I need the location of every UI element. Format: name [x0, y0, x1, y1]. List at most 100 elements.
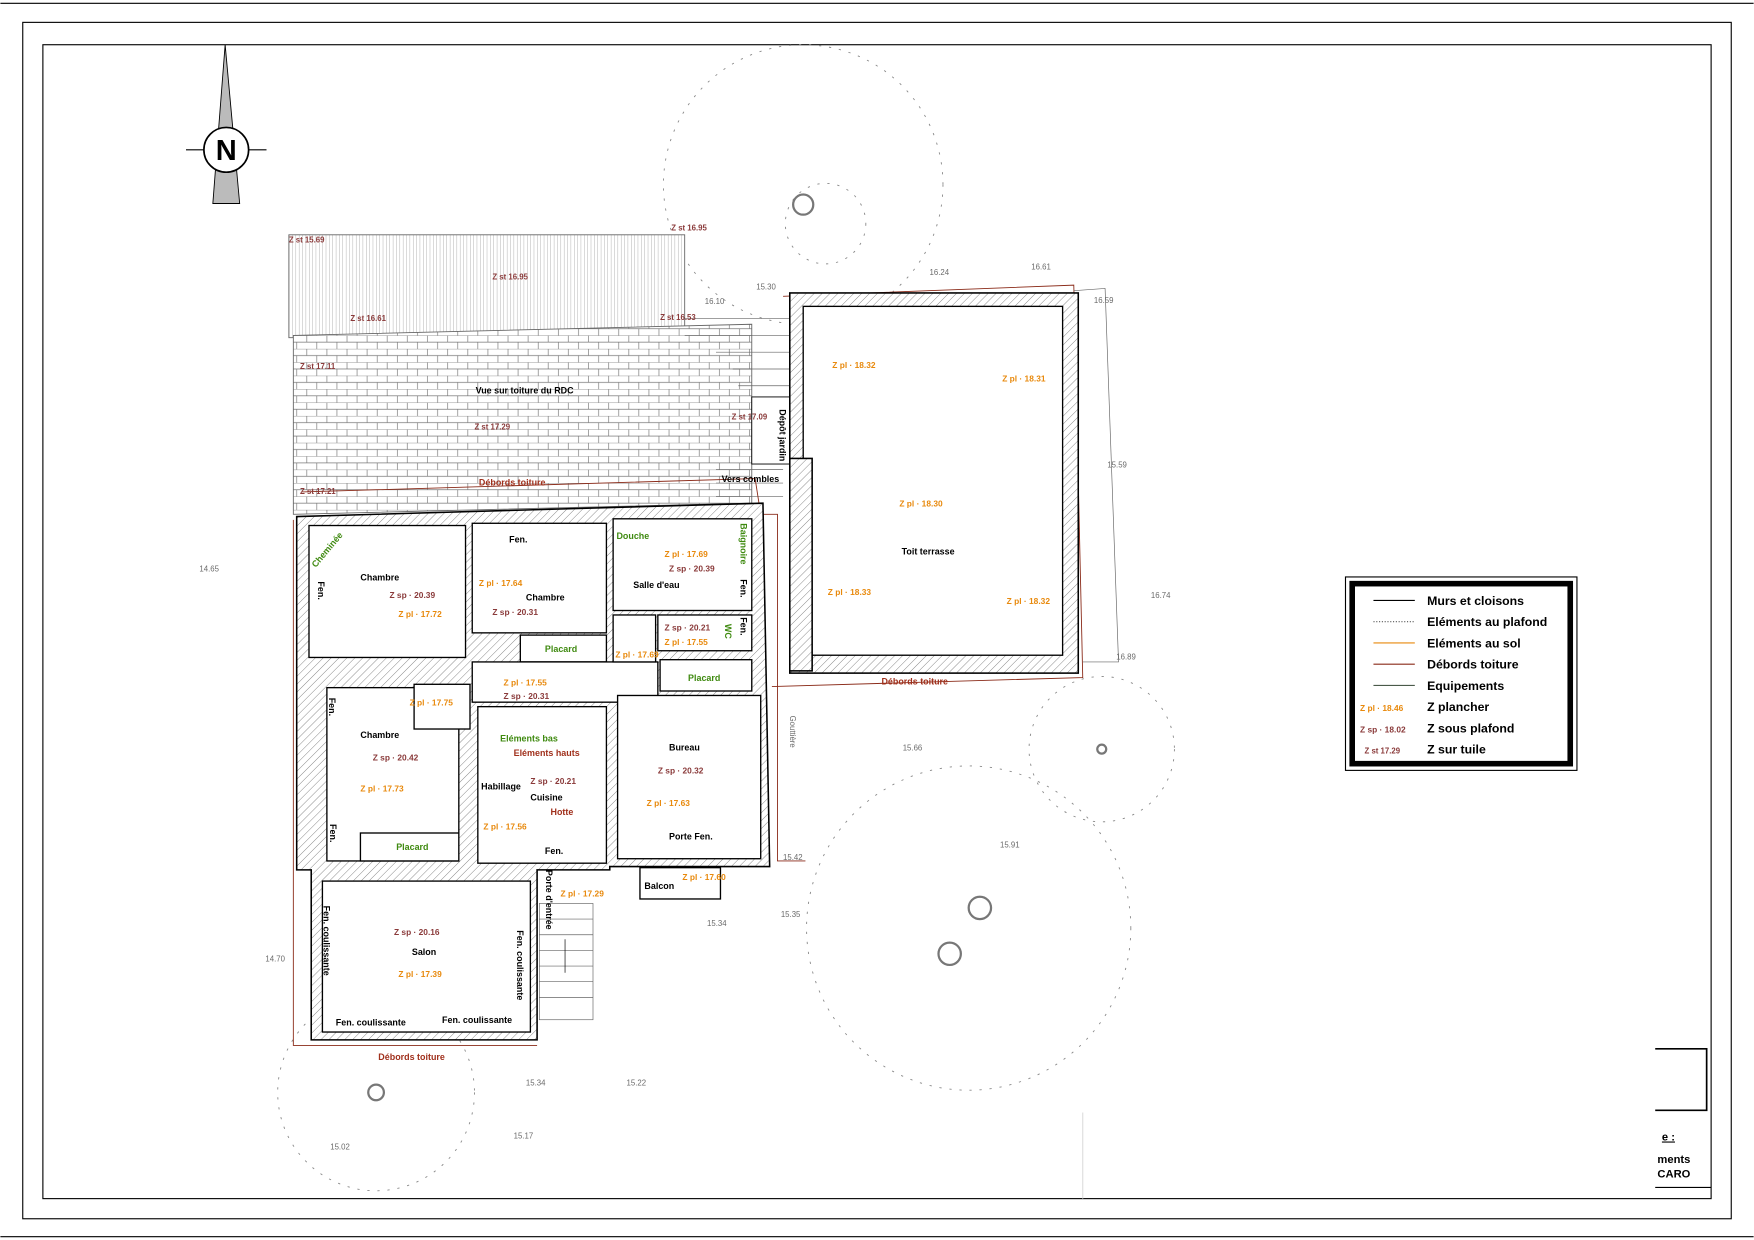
ground-level: 14.70 [265, 955, 285, 964]
title-block: e : ments CARO [1082, 1047, 1712, 1199]
gutter-label: Gouttière [788, 716, 797, 748]
room-name: WC [723, 624, 733, 639]
z-plancher: Z pl · 18.33 [828, 587, 872, 597]
sliding-window-label: Fen. coulissante [336, 1017, 406, 1027]
ground-level: 15.59 [1107, 460, 1127, 469]
placard-label: Placard [545, 644, 577, 654]
z-plancher: Z pl · 17.69 [665, 549, 709, 559]
room-chambre-2 [471, 522, 608, 634]
sliding-window-label: Fen. coulissante [322, 906, 332, 976]
z-plancher: Z pl · 18.31 [1002, 373, 1046, 383]
attic-stairs-label: Vers combles [722, 474, 780, 484]
window-label: Fen. [327, 698, 337, 716]
legend-item-overhang: Débords toiture [1427, 658, 1519, 672]
z-plancher: Z pl · 18.32 [832, 360, 876, 370]
sliding-window-label: Fen. coulissante [515, 930, 525, 1000]
placard-3 [359, 832, 460, 862]
outer-frame [22, 21, 1732, 1220]
ground-level: 16.89 [1116, 653, 1136, 662]
tree-trunk-icon [1096, 743, 1108, 755]
room-name: Cuisine [530, 793, 562, 803]
z-plancher: Z pl · 18.32 [1007, 596, 1051, 606]
room-name: Salon [412, 947, 436, 957]
roof-level: Z st 15.69 [289, 236, 325, 245]
room-chambre-1 [308, 524, 467, 659]
roof-sheet-area [288, 234, 686, 339]
ground-level: 16.59 [1094, 296, 1114, 305]
roof-terrace [802, 305, 1064, 656]
window-label: Fen. [739, 579, 749, 597]
roof-title: Vue sur toiture du RDC [476, 386, 575, 396]
tree-trunk-icon [367, 1083, 386, 1102]
roof-level: Z st 16.53 [660, 313, 696, 322]
z-sous-plafond: Z sp · 20.42 [373, 752, 419, 762]
ground-level: 15.35 [781, 910, 801, 919]
title-block-label: e : [1662, 1131, 1675, 1143]
room-name: Bureau [669, 742, 700, 752]
ground-level: 15.34 [707, 919, 727, 928]
z-plancher: Z pl · 17.60 [682, 872, 726, 882]
sliding-window-label: Fen. coulissante [442, 1015, 512, 1025]
room-cuisine [477, 705, 608, 864]
placard-2 [659, 659, 753, 692]
title-block-line-3: CARO [1657, 1168, 1690, 1180]
z-plancher: Z pl · 17.64 [479, 578, 523, 588]
roof-level: Z st 17.09 [732, 412, 768, 421]
legend-item-ceiling: Eléments au plafond [1427, 615, 1547, 629]
room-name: Balcon [644, 881, 674, 891]
overhang-label: Débords toiture [881, 676, 948, 686]
legend-item-walls: Murs et cloisons [1427, 594, 1524, 608]
tree-trunk-icon [792, 193, 815, 216]
z-plancher: Z pl · 17.72 [398, 609, 442, 619]
legend-sample-zst: Z st 17.29 [1365, 747, 1401, 756]
legend-sample-zpl: Z pl · 18.46 [1360, 703, 1404, 713]
room-wc [657, 614, 753, 652]
shower-label: Douche [616, 531, 649, 541]
room-name: Chambre [360, 572, 399, 582]
tree-trunk-icon [937, 941, 962, 967]
hallway-2 [612, 614, 657, 663]
z-plancher: Z pl · 17.29 [561, 889, 605, 899]
ground-level: 15.30 [756, 283, 776, 292]
roof-level: Z st 16.95 [492, 273, 528, 282]
overhang-label: Débords toiture [479, 477, 546, 487]
ground-level: 15.02 [330, 1142, 350, 1151]
placard-label: Placard [396, 842, 428, 852]
closet [413, 683, 471, 730]
z-sous-plafond: Z sp · 20.39 [389, 590, 435, 600]
roof-level: Z st 17.29 [474, 422, 510, 431]
z-plancher: Z pl · 17.55 [665, 637, 709, 647]
legend-item-floor: Eléments au sol [1427, 636, 1521, 650]
high-units-label: Eléments hauts [514, 748, 580, 758]
legend-sample-zsp: Z sp · 18.02 [1360, 724, 1406, 734]
ground-level: 16.74 [1151, 591, 1171, 600]
z-plancher: Z pl · 17.69 [615, 649, 659, 659]
z-plancher: Z pl · 17.63 [647, 798, 691, 808]
roof-level: Z st 17.21 [300, 487, 336, 496]
legend-item-z-sous-plafond: Z sous plafond [1427, 721, 1514, 735]
tree-trunk-icon [967, 895, 993, 921]
room-salle-eau [612, 518, 753, 612]
room-bureau [616, 694, 762, 860]
overhang-label: Débords toiture [378, 1052, 445, 1062]
z-sous-plafond: Z sp · 20.32 [658, 766, 704, 776]
z-plancher: Z pl · 17.55 [504, 677, 548, 687]
ground-level: 15.91 [1000, 841, 1020, 850]
room-name: Toit terrasse [902, 547, 955, 557]
room-name: Chambre [360, 730, 399, 740]
hood-label: Hotte [551, 807, 574, 817]
ground-level: 16.24 [930, 268, 950, 277]
roof-level: Z st 17.11 [300, 362, 336, 371]
french-window-label: Porte Fen. [669, 832, 713, 842]
balcon [639, 866, 722, 900]
ground-level: 16.10 [705, 297, 725, 306]
z-sous-plafond: Z sp · 20.21 [665, 623, 711, 633]
z-sous-plafond: Z sp · 20.21 [530, 776, 576, 786]
z-sous-plafond: Z sp · 20.31 [492, 607, 538, 617]
z-plancher: Z pl · 17.73 [360, 784, 404, 794]
z-sous-plafond: Z sp · 20.16 [394, 927, 440, 937]
legend-item-z-sur-tuile: Z sur tuile [1427, 743, 1486, 757]
ground-level: 15.66 [903, 743, 923, 752]
roof-level: Z st 16.95 [671, 223, 707, 232]
